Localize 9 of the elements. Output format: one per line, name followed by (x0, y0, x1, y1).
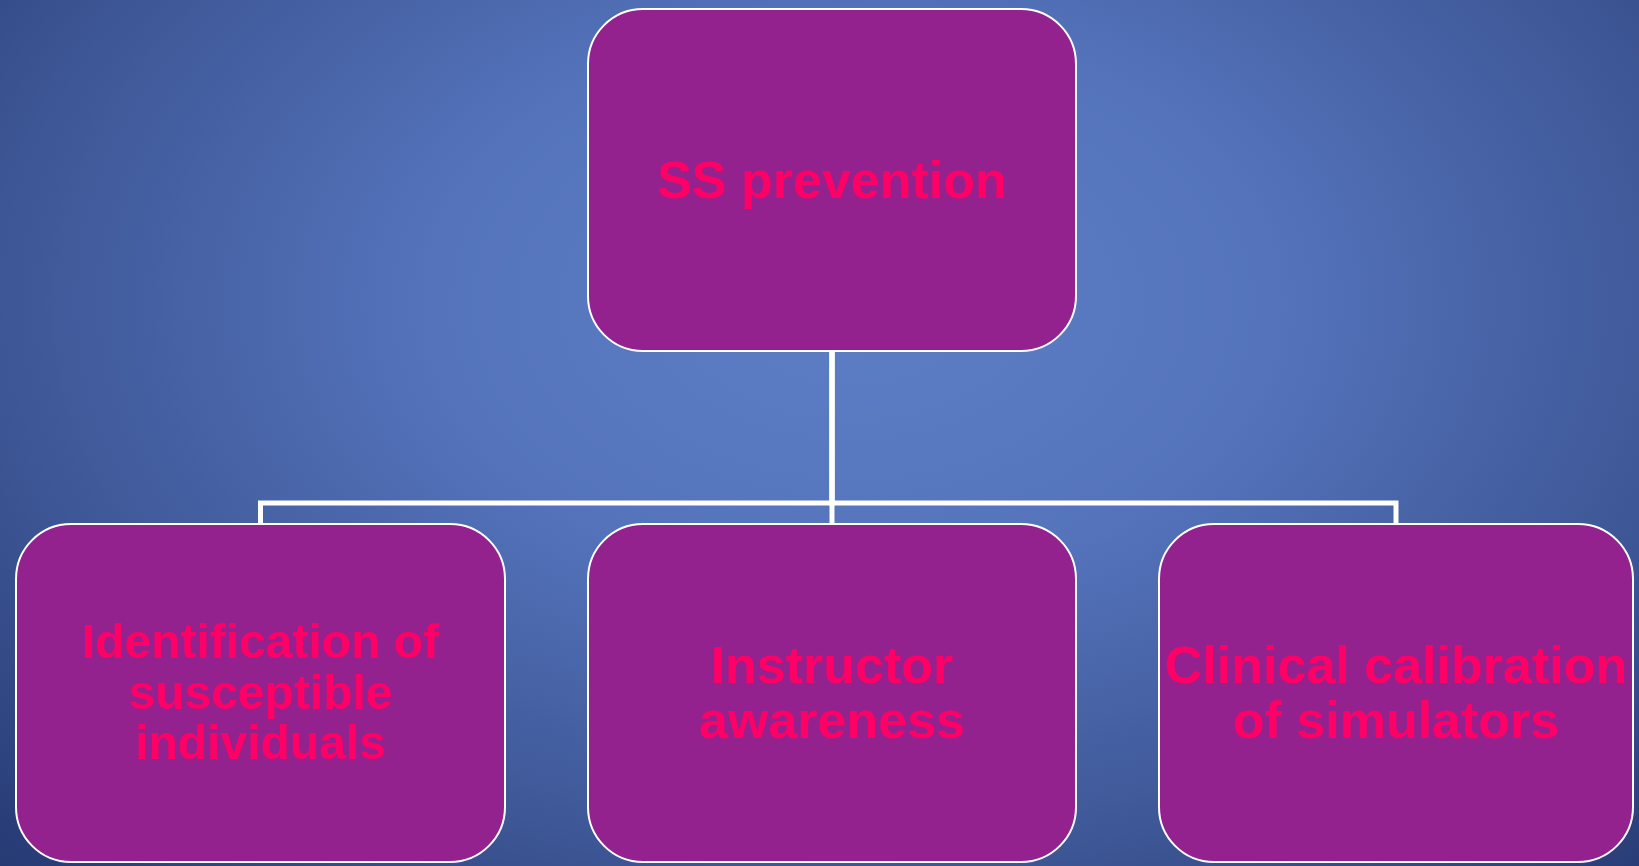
box-label: SS prevention (657, 152, 1007, 208)
rounded-box (1158, 523, 1634, 863)
rounded-box (587, 8, 1077, 352)
box-label: Instructor awareness (698, 638, 966, 748)
rounded-box (15, 523, 506, 863)
rounded-box (587, 523, 1077, 863)
box-label: Clinical calibration of simulators (1163, 638, 1629, 748)
box-label: Identification of susceptible individuals (80, 617, 441, 769)
connector-line (829, 352, 1399, 523)
